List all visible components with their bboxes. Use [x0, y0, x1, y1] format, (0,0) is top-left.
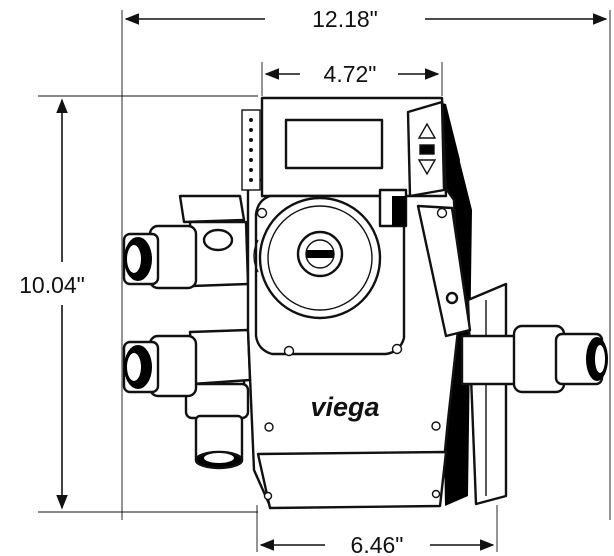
- dim-overall-width: 12.18": [121, 6, 611, 520]
- knob: [445, 291, 459, 305]
- screw: [283, 345, 295, 357]
- circulator-pump-icon: [253, 196, 382, 320]
- base-width-label: 6.46": [351, 532, 404, 556]
- display-window: [284, 118, 384, 170]
- control-module: [241, 96, 448, 198]
- dim-base-width: 6.46": [256, 505, 498, 556]
- screw: [431, 421, 441, 431]
- side-panel: [416, 204, 472, 338]
- screw: [436, 207, 448, 219]
- dim-control-width: 4.72": [261, 61, 443, 96]
- upper-left-valve: [122, 194, 250, 290]
- screw: [391, 343, 403, 355]
- ball-valve-icon: [178, 194, 246, 224]
- screw: [431, 489, 441, 499]
- overall-height-label: 10.04": [19, 272, 85, 298]
- right-outlet-valve: [460, 324, 608, 394]
- lower-left-valve: [122, 328, 252, 398]
- dim-overall-height: 10.04": [19, 95, 258, 513]
- screw: [256, 207, 268, 219]
- screw: [264, 422, 274, 432]
- brand-logo: viega: [310, 392, 379, 422]
- arrow-buttons-icon: [417, 122, 437, 176]
- overall-width-label: 12.18": [312, 6, 378, 32]
- base-plate: [256, 450, 448, 510]
- screw: [263, 491, 273, 501]
- lower-outlet-valve: [184, 376, 250, 470]
- mounting-bracket: [466, 282, 508, 506]
- control-width-label: 4.72": [324, 61, 377, 87]
